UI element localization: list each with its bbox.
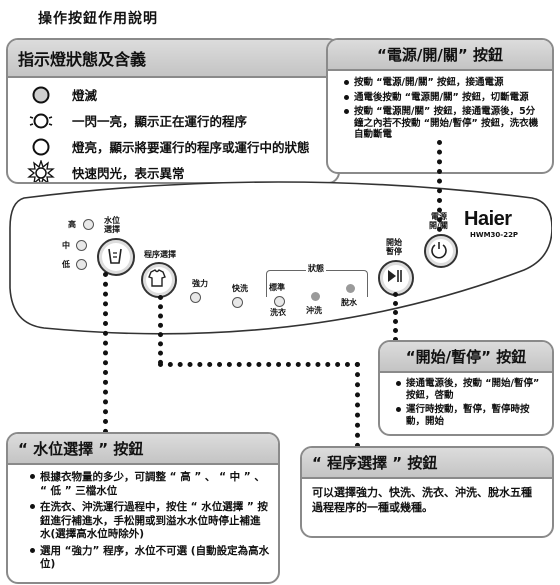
brand-logo: Haier: [464, 208, 512, 230]
program-box-title: “ 程序選擇 ” 按鈕: [302, 448, 552, 479]
program-select-button[interactable]: [141, 262, 177, 298]
led-on-icon: [24, 137, 58, 157]
page-title: 操作按鈕作用說明: [38, 11, 158, 27]
strong-led: [190, 292, 201, 303]
connector-program-v1: [158, 295, 163, 365]
connector-water-level: [103, 272, 108, 434]
start-pause-button[interactable]: [378, 260, 414, 296]
water-box-item: 選用 “強力” 程序，水位不可選 (自動設定為高水位): [30, 544, 270, 570]
led-fast-flash-icon: [24, 160, 58, 182]
start-label-1: 開始: [386, 238, 402, 247]
wash-label: 洗衣: [270, 308, 286, 317]
power-box-item: 按動 “電源/開/關” 按鈕，接通電源: [344, 77, 544, 89]
legend-item-blink: 一閃一亮，顯示正在運行的程序: [14, 108, 332, 134]
quick-label: 快洗: [232, 284, 248, 293]
control-panel: 高 中 低 水位 選擇 程序選擇 強力 快洗 狀態 標準 洗衣 沖洗 脫水 開始…: [4, 178, 552, 346]
legend-item-fast-flash: 快速閃光，表示異常: [14, 160, 332, 182]
start-box-title: “開始/暫停” 按鈕: [380, 342, 552, 373]
water-box-title: “ 水位選擇 ” 按鈕: [8, 434, 278, 465]
start-label-2: 暫停: [386, 247, 402, 256]
connector-program-h: [158, 362, 360, 367]
connector-power: [437, 140, 442, 232]
spin-label: 脫水: [341, 298, 357, 307]
level-low-label: 低: [62, 260, 70, 269]
level-high-label: 高: [68, 220, 76, 229]
water-box-item: 根據衣物量的多少，可調整 “ 高 ” 、 “ 中 ” 、 “ 低 ” 三檔水位: [30, 471, 270, 498]
power-box-item: 通電後按動 “電源開/關” 按鈕，切斷電源: [344, 92, 544, 104]
indicator-legend-box: 指示燈狀態及含義 燈滅 一閃一亮，顯示正在運行的程序 燈亮，顯示將要運行的程序或…: [6, 38, 340, 184]
quick-led: [232, 297, 243, 308]
legend-title: 指示燈狀態及含義: [8, 40, 338, 78]
water-box-item: 在洗衣、沖洗運行過程中，按住 “ 水位選擇 ” 按鈕進行補進水，手松開或到溢水水…: [30, 501, 270, 542]
start-box-item: 接通電源後，按動 “開始/暫停” 按鈕，啓動: [396, 378, 546, 401]
start-pause-box: “開始/暫停” 按鈕 接通電源後，按動 “開始/暫停” 按鈕，啓動 運行時按動，…: [378, 340, 554, 436]
program-box-text: 可以選擇強力、快洗、洗衣、沖洗、脫水五種過程程序的一種或幾種。: [312, 486, 532, 514]
spin-led: [346, 284, 355, 293]
shirt-icon: [148, 269, 166, 287]
led-blink-icon: [24, 111, 58, 131]
program-select-label: 程序選擇: [144, 250, 176, 259]
connector-start: [393, 292, 398, 342]
status-label: 狀態: [306, 264, 326, 273]
level-mid-led: [76, 240, 87, 251]
legend-item-off: 燈滅: [14, 82, 332, 108]
water-level-box: “ 水位選擇 ” 按鈕 根據衣物量的多少，可調整 “ 高 ” 、 “ 中 ” 、…: [6, 432, 280, 584]
panel-outline: [9, 181, 552, 335]
legend-item-on: 燈亮，顯示將要運行的程序或運行中的狀態: [14, 134, 332, 160]
power-box-item: 按動 “電源開/關” 按鈕，接通電源後，5分鐘之內若不按動 “開始/暫停” 按鈕…: [344, 106, 544, 141]
level-low-led: [76, 259, 87, 270]
play-pause-icon: [388, 270, 402, 282]
level-mid-label: 中: [62, 241, 70, 250]
connector-program-v2: [355, 362, 360, 448]
standard-label: 標準: [269, 283, 285, 292]
power-button[interactable]: [424, 234, 458, 268]
level-high-led: [83, 219, 94, 230]
rinse-label: 沖洗: [306, 306, 322, 315]
program-select-box: “ 程序選擇 ” 按鈕 可以選擇強力、快洗、洗衣、沖洗、脫水五種過程程序的一種或…: [300, 446, 554, 538]
water-level-label-2: 選擇: [104, 225, 120, 234]
start-box-item: 運行時按動，暫停，暫停時按動，開始: [396, 404, 546, 427]
water-level-button[interactable]: [97, 238, 135, 276]
led-off-icon: [24, 85, 58, 105]
rinse-led: [311, 292, 320, 301]
strong-label: 強力: [192, 279, 208, 288]
model-number: HWM30-22P: [470, 231, 519, 239]
power-box-title: “電源/開/關” 按鈕: [328, 40, 552, 71]
power-icon: [431, 242, 447, 259]
wash-led: [274, 296, 285, 307]
water-level-icon: [108, 248, 122, 264]
water-level-label-1: 水位: [104, 216, 120, 225]
